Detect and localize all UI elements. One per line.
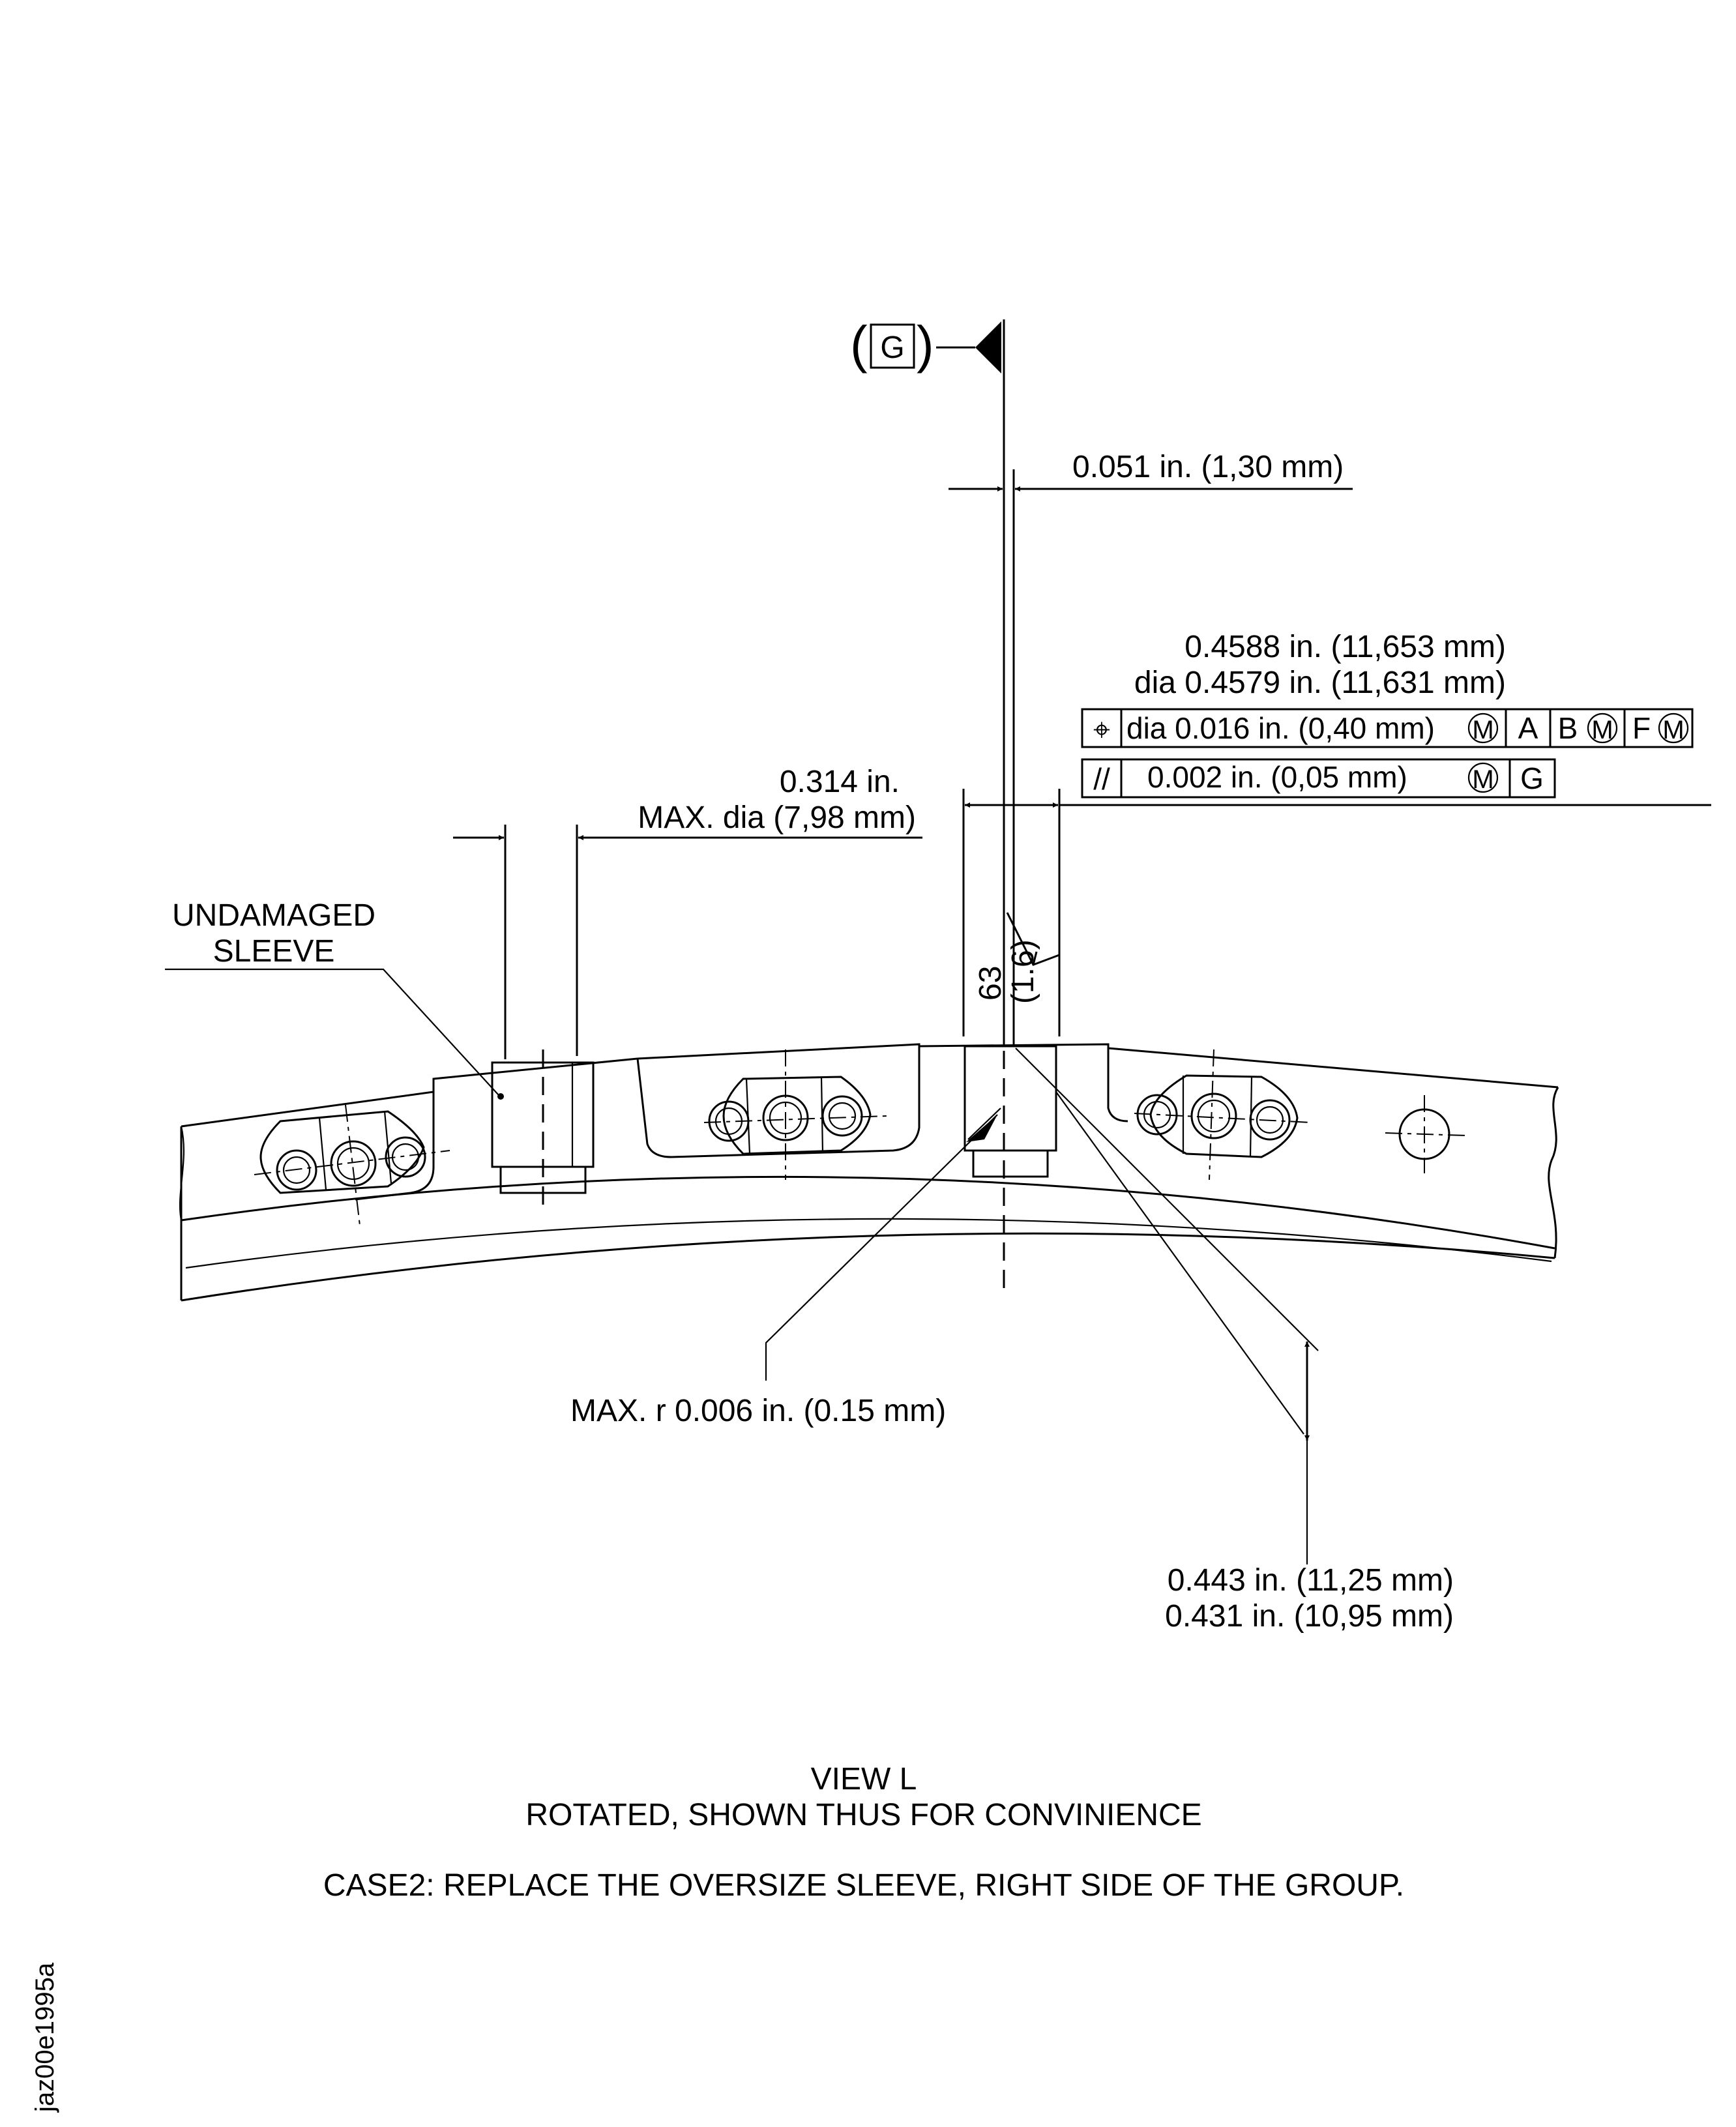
surface-finish-symbol: 63 (1.6) bbox=[973, 912, 1060, 1004]
max-radius-leader: MAX. r 0.006 in. (0.15 mm) bbox=[570, 1108, 1001, 1428]
dim-hole-lower: dia 0.4579 in. (11,631 mm) bbox=[1134, 666, 1506, 700]
caption-rotated: ROTATED, SHOWN THUS FOR CONVINIENCE bbox=[525, 1798, 1201, 1832]
parallel-datum: G bbox=[1520, 761, 1544, 795]
position-symbol: ⌖ bbox=[1093, 712, 1110, 746]
fastener-group-middle bbox=[703, 1049, 887, 1180]
undamaged-sleeve-bore bbox=[491, 1049, 595, 1212]
caption-case: CASE2: REPLACE THE OVERSIZE SLEEVE, RIGH… bbox=[323, 1868, 1404, 1903]
parallel-tolerance: 0.002 in. (0,05 mm) bbox=[1147, 760, 1407, 794]
undamaged-line2: SLEEVE bbox=[213, 934, 335, 969]
surface-finish-value-mm: (1.6) bbox=[1006, 939, 1040, 1004]
position-datum-f-mod: M bbox=[1662, 716, 1684, 744]
dim-offset-0051: 0.051 in. (1,30 mm) bbox=[949, 450, 1353, 491]
parallel-modifier: M bbox=[1472, 765, 1493, 794]
position-datum-b-mod: M bbox=[1591, 716, 1613, 744]
max-radius-text: MAX. r 0.006 in. (0.15 mm) bbox=[570, 1394, 946, 1428]
caption: VIEW L ROTATED, SHOWN THUS FOR CONVINIEN… bbox=[323, 1762, 1404, 1903]
undamaged-sleeve-label: UNDAMAGED SLEEVE bbox=[165, 898, 499, 1096]
fastener-group-right bbox=[1134, 1049, 1311, 1181]
dim-max-dia-line2: MAX. dia (7,98 mm) bbox=[638, 800, 916, 835]
surface-finish-value: 63 bbox=[973, 966, 1008, 1001]
datum-g-letter: G bbox=[880, 330, 904, 365]
dim-hole-diameter: 0.4588 in. (11,653 mm) dia 0.4579 in. (1… bbox=[962, 630, 1711, 1036]
position-datum-a: A bbox=[1518, 711, 1538, 745]
position-datum-b: B bbox=[1558, 711, 1578, 745]
figure-id: jaz00e1995a bbox=[31, 1962, 59, 2113]
dim-depth-lower: 0.431 in. (10,95 mm) bbox=[1165, 1599, 1454, 1634]
dim-depth-upper: 0.443 in. (11,25 mm) bbox=[1168, 1563, 1454, 1598]
fastener-group-left bbox=[254, 1104, 450, 1226]
oversize-sleeve-bore bbox=[964, 1023, 1057, 1297]
position-datum-f: F bbox=[1632, 711, 1651, 745]
position-tolerance: dia 0.016 in. (0,40 mm) bbox=[1126, 711, 1435, 745]
part-body bbox=[179, 1043, 1559, 1302]
dim-max-dia-line1: 0.314 in. bbox=[780, 765, 900, 799]
parallel-symbol: // bbox=[1093, 762, 1110, 796]
datum-g-symbol: ( G ) bbox=[850, 315, 1001, 374]
datum-paren-left: ( bbox=[850, 315, 868, 374]
dim-hole-upper: 0.4588 in. (11,653 mm) bbox=[1184, 630, 1506, 664]
position-modifier: M bbox=[1472, 716, 1493, 744]
fcf-position: ⌖ dia 0.016 in. (0,40 mm) M A B M F M bbox=[1081, 708, 1694, 748]
fcf-parallelism: // 0.002 in. (0,05 mm) M G bbox=[1081, 758, 1556, 799]
undamaged-line1: UNDAMAGED bbox=[172, 898, 375, 933]
datum-paren-right: ) bbox=[917, 315, 934, 374]
caption-view: VIEW L bbox=[811, 1762, 917, 1797]
bolt-hole-right bbox=[1385, 1095, 1467, 1173]
dim-offset-text: 0.051 in. (1,30 mm) bbox=[1072, 450, 1344, 484]
dim-depth: 0.443 in. (11,25 mm) 0.431 in. (10,95 mm… bbox=[1015, 1048, 1454, 1634]
dim-max-dia: 0.314 in. MAX. dia (7,98 mm) bbox=[453, 765, 922, 1059]
